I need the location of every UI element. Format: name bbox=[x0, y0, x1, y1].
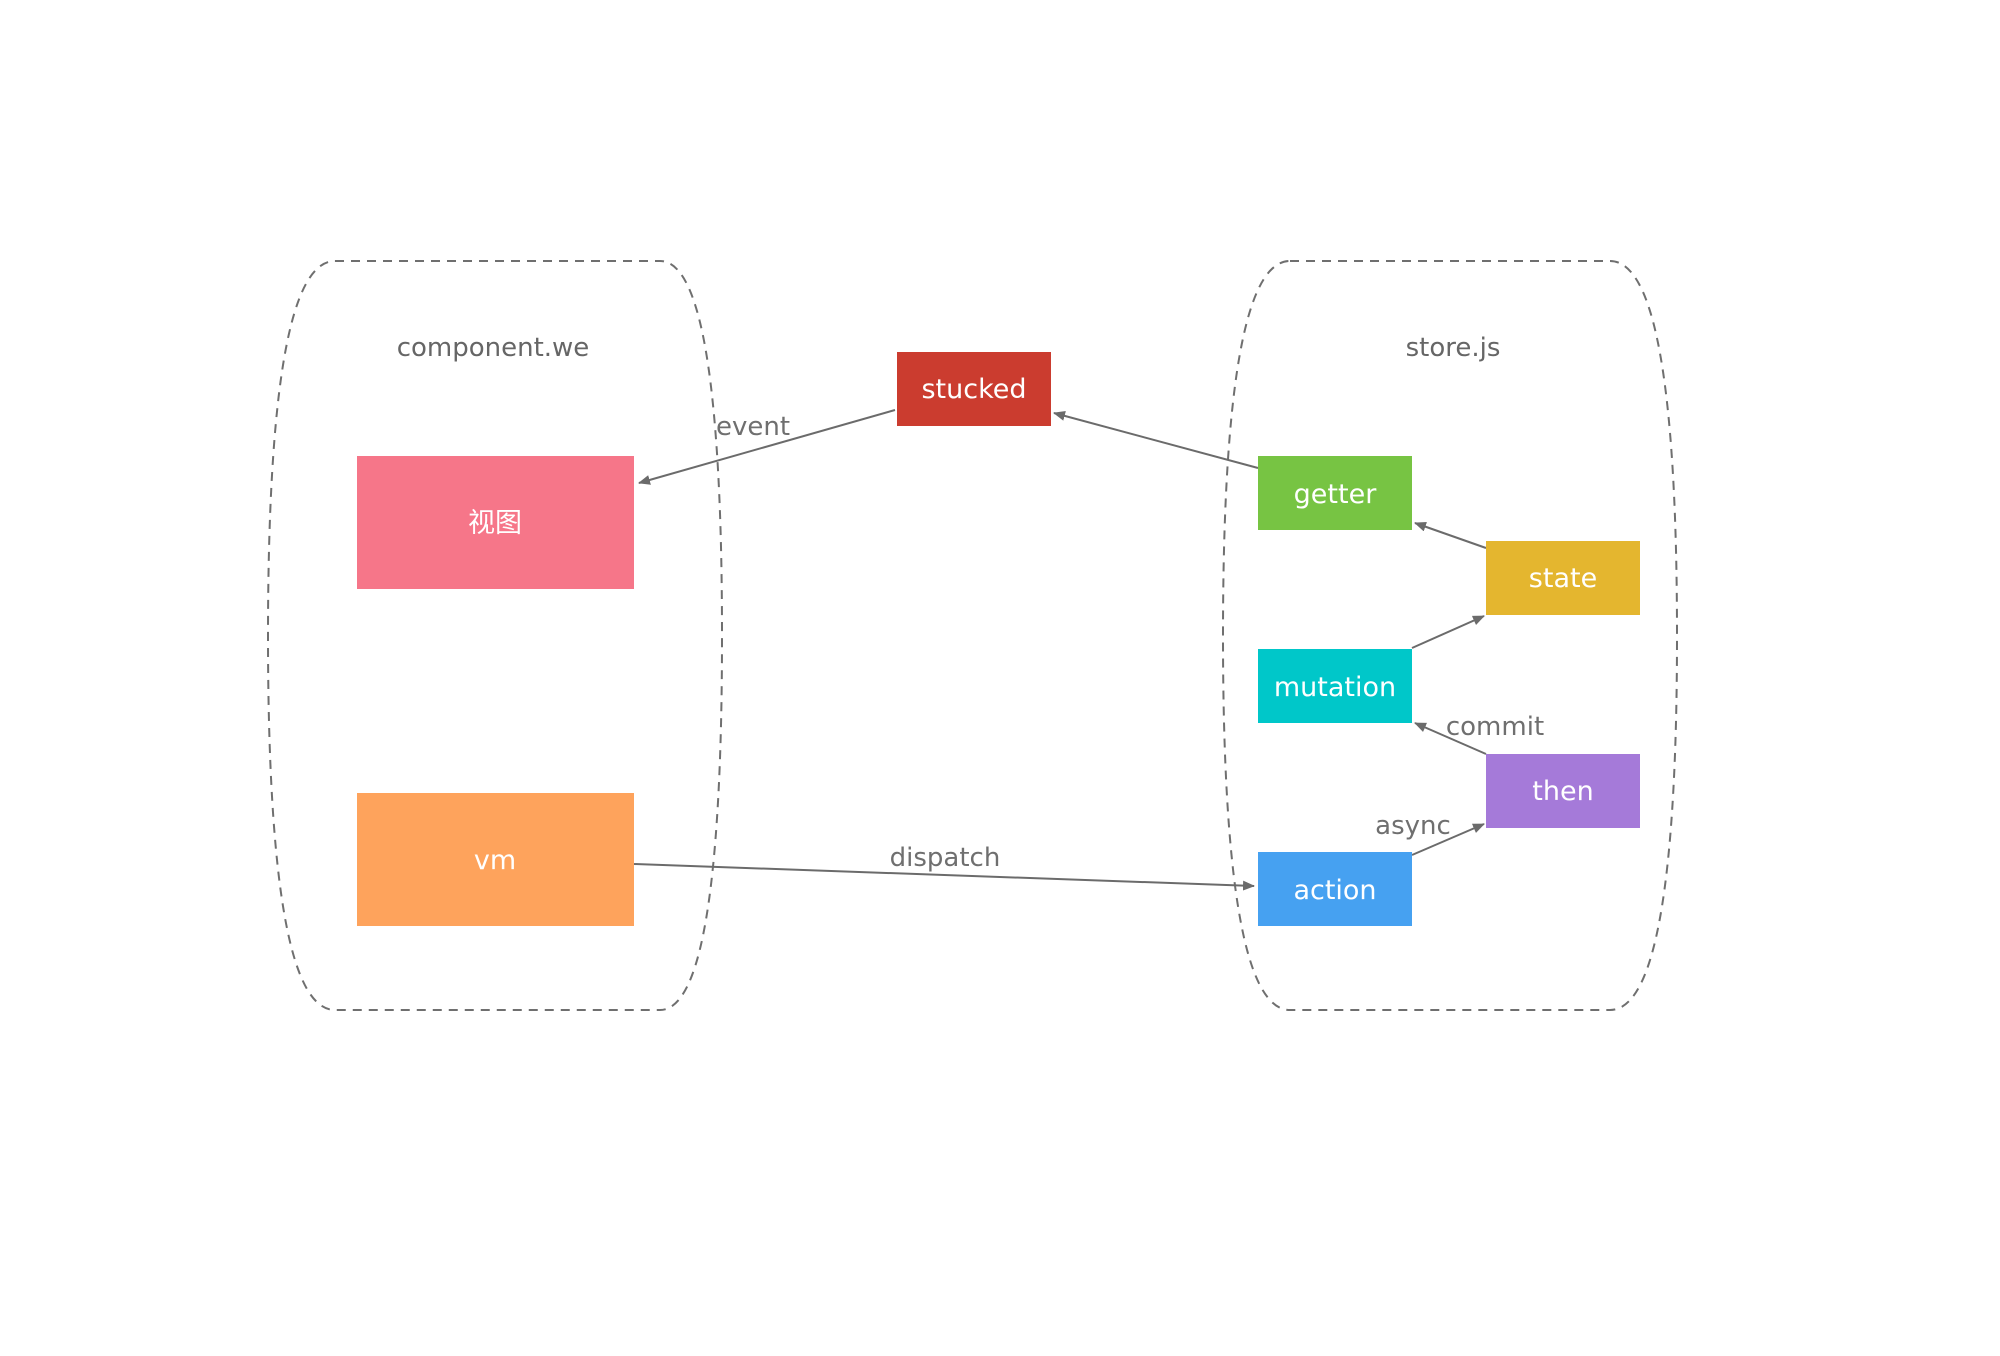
node-state: state bbox=[1486, 541, 1640, 615]
node-stucked-label: stucked bbox=[921, 374, 1026, 405]
node-getter: getter bbox=[1258, 456, 1412, 530]
node-getter-box bbox=[1258, 456, 1412, 530]
node-view: 视图 bbox=[357, 456, 634, 589]
node-view-box bbox=[357, 456, 634, 589]
edge-then-to-mutation bbox=[1414, 722, 1487, 755]
node-state-box bbox=[1486, 541, 1640, 615]
edge-stucked-to-view bbox=[638, 409, 896, 485]
edge-mutation-to-state bbox=[1411, 615, 1485, 649]
edge-getter-to-stucked bbox=[1053, 411, 1259, 469]
node-then: then bbox=[1486, 754, 1640, 828]
node-state-label: state bbox=[1529, 563, 1597, 594]
node-vm-label: vm bbox=[474, 845, 516, 876]
component-group-title: component.we bbox=[397, 333, 590, 363]
edge-label-dispatch: dispatch bbox=[890, 843, 1001, 873]
node-mutation-box bbox=[1258, 649, 1412, 723]
node-mutation: mutation bbox=[1258, 649, 1412, 723]
store-group-outline bbox=[1221, 260, 1679, 1011]
node-action-label: action bbox=[1293, 875, 1376, 906]
node-then-label: then bbox=[1532, 776, 1593, 807]
component-group-outline bbox=[266, 260, 724, 1011]
node-stucked-box bbox=[897, 352, 1051, 426]
node-mutation-label: mutation bbox=[1274, 672, 1396, 703]
node-view-label: 视图 bbox=[468, 508, 522, 539]
edge-vm-to-action bbox=[633, 863, 1255, 891]
node-action: action bbox=[1258, 852, 1412, 926]
edge-label-async: async bbox=[1375, 811, 1451, 841]
node-then-box bbox=[1486, 754, 1640, 828]
edge-label-event: event bbox=[716, 412, 790, 442]
edge-action-to-then bbox=[1411, 823, 1485, 856]
node-getter-label: getter bbox=[1294, 479, 1378, 510]
node-vm-box bbox=[357, 793, 634, 926]
node-action-box bbox=[1258, 852, 1412, 926]
node-stucked: stucked bbox=[897, 352, 1051, 426]
node-vm: vm bbox=[357, 793, 634, 926]
edge-state-to-getter bbox=[1414, 521, 1487, 549]
edge-label-commit: commit bbox=[1446, 712, 1544, 742]
store-group-title: store.js bbox=[1406, 333, 1501, 363]
